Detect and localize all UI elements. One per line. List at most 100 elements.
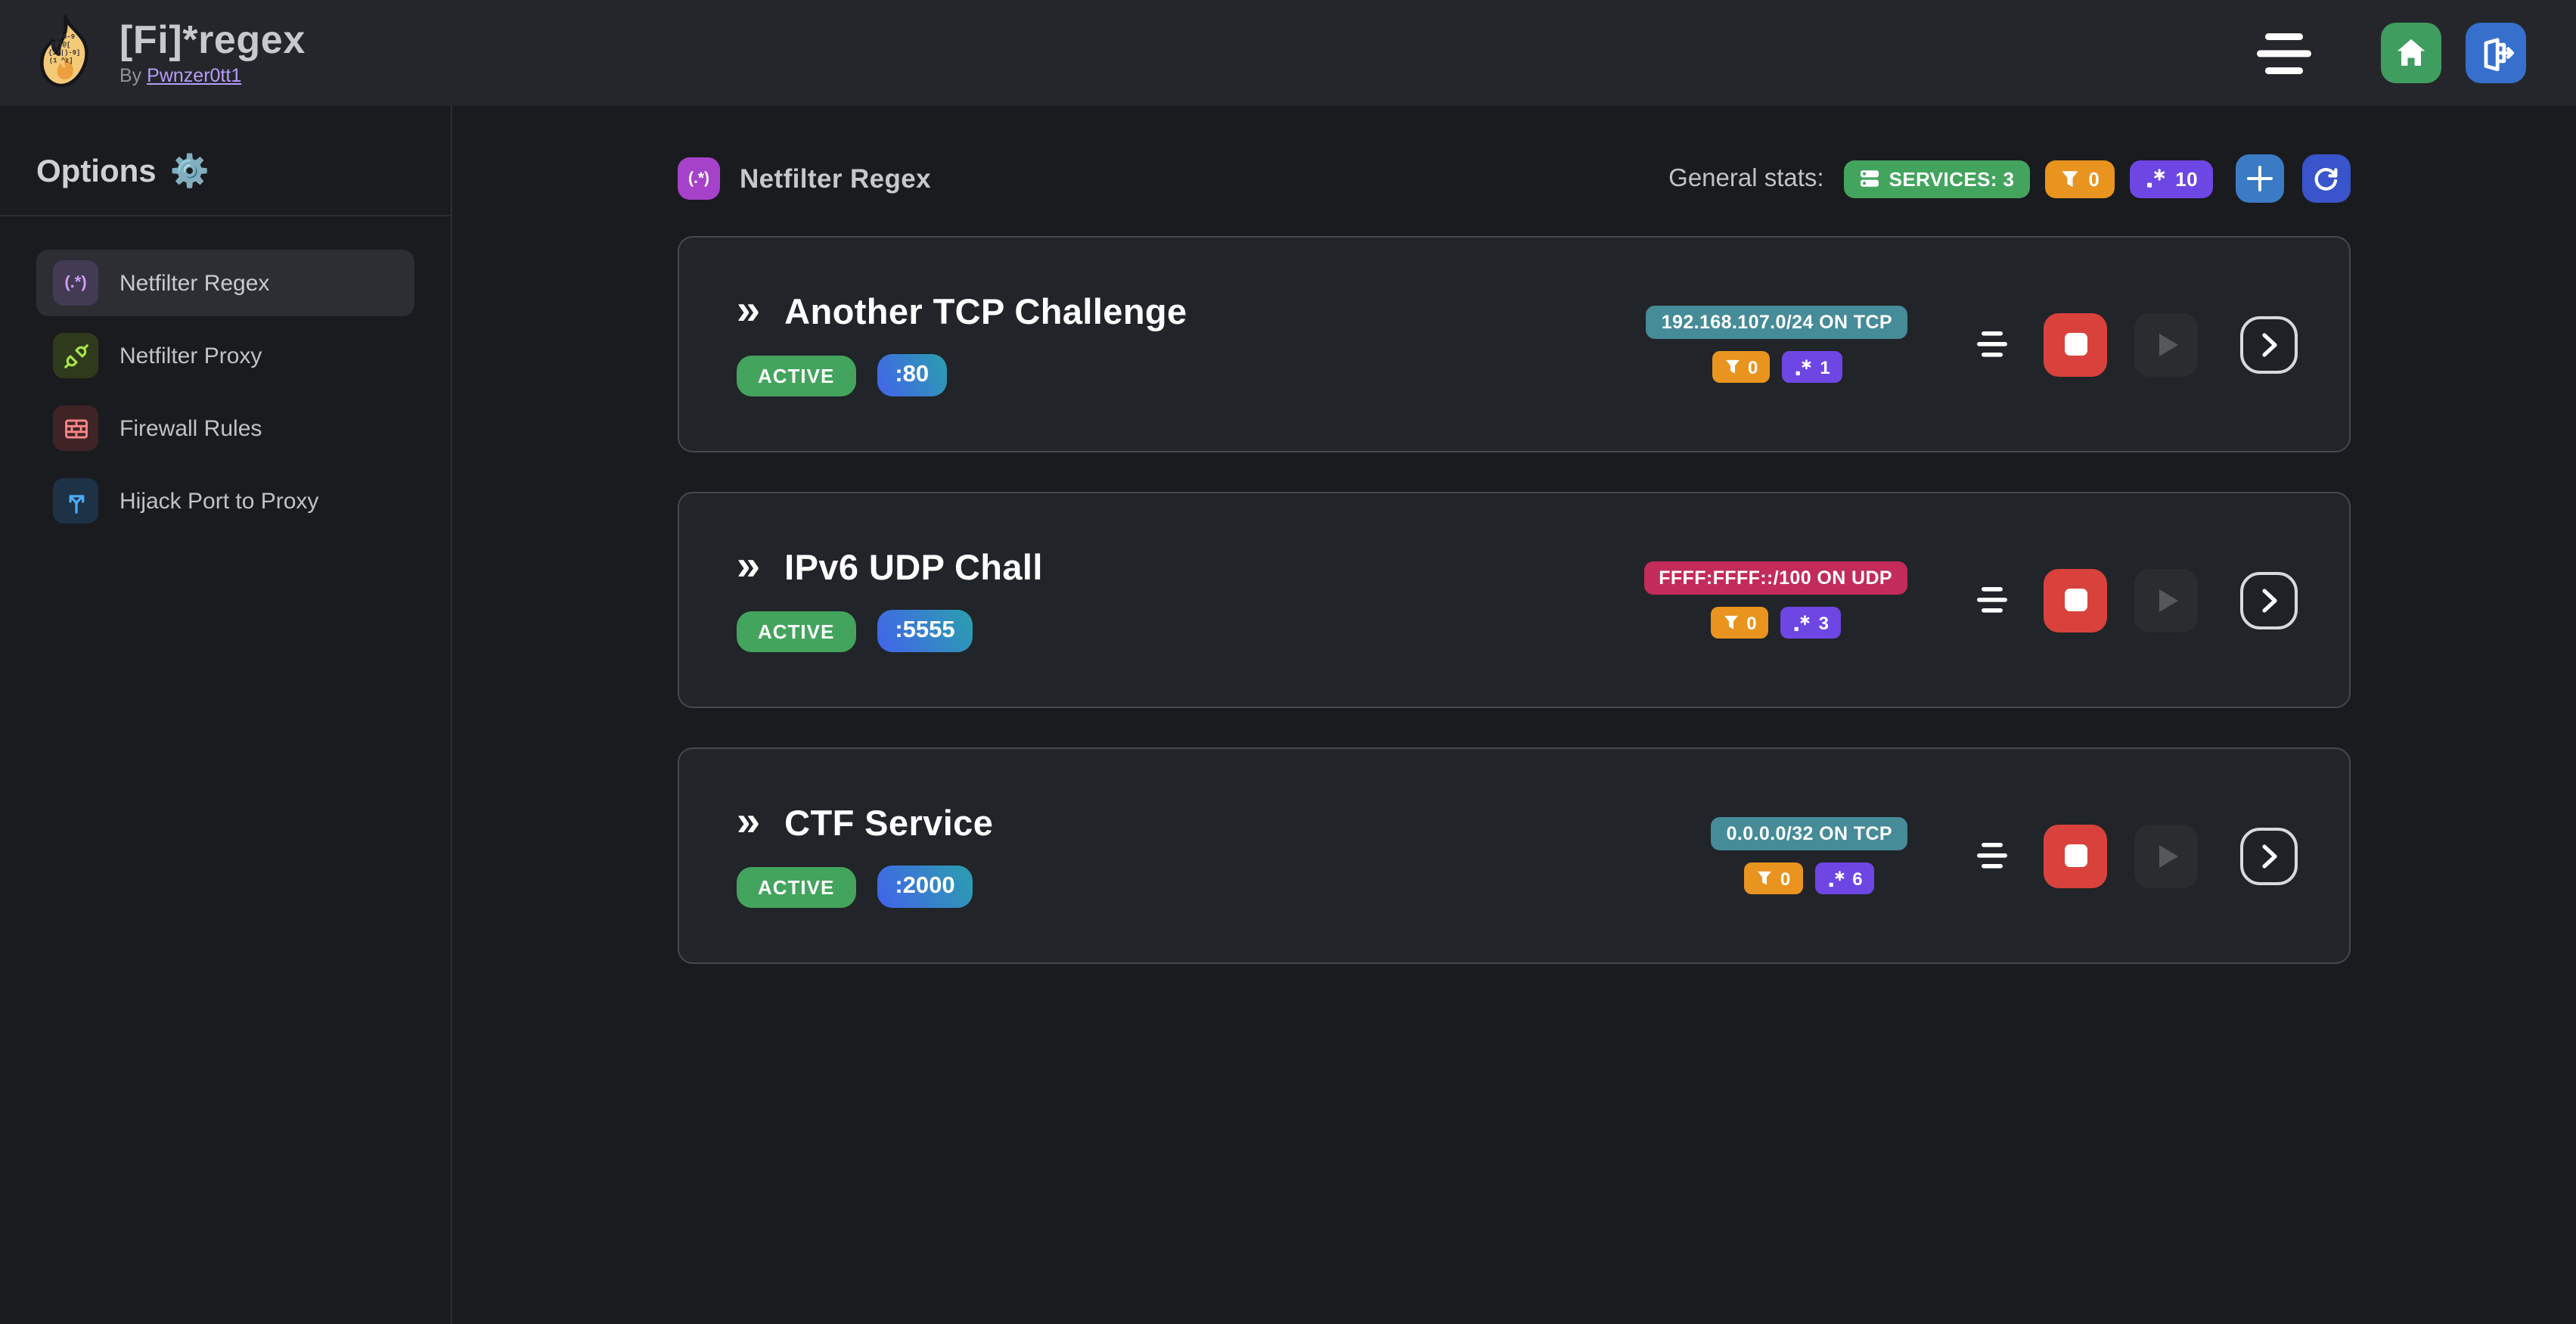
general-stats: General stats: SERVICES: 3: [1668, 154, 2351, 203]
chevron-right-icon: [2262, 588, 2277, 612]
start-service-button[interactable]: [2134, 312, 2198, 376]
menu-burger-icon[interactable]: [2257, 33, 2311, 73]
service-name: IPv6 UDP Chall: [784, 548, 1043, 588]
sidebar-item-netfilter-regex[interactable]: (.*) Netfilter Regex: [36, 250, 414, 316]
sidebar-nav: (.*) Netfilter Regex Netfilter Proxy: [36, 250, 414, 534]
svg-text:(1 ^z]: (1 ^z]: [49, 57, 73, 64]
byline-prefix: By: [119, 65, 142, 87]
target-stats-block: 0.0.0.0/32 ON TCP 0 6: [1711, 817, 1907, 894]
section-title: Netfilter Regex: [740, 163, 932, 193]
start-service-button[interactable]: [2134, 824, 2198, 887]
sidebar-item-hijack-port-to-proxy[interactable]: Hijack Port to Proxy: [36, 468, 414, 534]
service-name: Another TCP Challenge: [784, 292, 1187, 332]
open-service-button[interactable]: [2240, 315, 2298, 373]
sidebar-divider: [0, 215, 451, 216]
sidebar: Options ⚙️ (.*) Netfilter Regex Netfilte…: [0, 106, 452, 1324]
target-stats-block: FFFF:FFFF::/100 ON UDP 0: [1643, 561, 1907, 639]
status-badge: ACTIVE: [737, 355, 856, 396]
start-service-button[interactable]: [2134, 568, 2198, 632]
sidebar-item-label: Netfilter Proxy: [119, 343, 262, 368]
firegex-flame-logo-icon: -z0-9 20}@[ {1}|)-9] (1 ^z]: [40, 14, 88, 88]
services-count-badge: SERVICES: 3: [1843, 160, 2030, 197]
svg-text:-z0-9: -z0-9: [55, 33, 75, 41]
sidebar-item-netfilter-proxy[interactable]: Netfilter Proxy: [36, 322, 414, 389]
filtered-count: 0: [1780, 868, 1791, 889]
regex-dot-star-icon: [1828, 870, 1844, 887]
play-icon: [2159, 844, 2178, 867]
service-name: CTF Service: [784, 803, 994, 844]
service-card: » CTF Service ACTIVE :2000 0.0.0.0/32 ON…: [678, 747, 2351, 964]
stop-service-button[interactable]: [2044, 568, 2107, 632]
regex-section-icon: (.*): [678, 157, 720, 200]
regex-count: 6: [1852, 868, 1863, 889]
stop-icon: [2064, 844, 2087, 867]
svg-text:{1}|)-9]: {1}|)-9]: [48, 49, 80, 57]
regex-count-badge: 1: [1782, 351, 1842, 383]
service-controls: 192.168.107.0/24 ON TCP 0: [1646, 306, 2298, 383]
plug-proxy-icon: [53, 333, 98, 378]
regex-dot-star-icon: [1795, 614, 1810, 631]
byline: By Pwnzer0tt1: [119, 65, 306, 86]
logout-icon: [2484, 38, 2515, 72]
funnel-icon: [1757, 871, 1771, 885]
app-title: [Fi]*regex: [119, 16, 306, 62]
filtered-count-badge: 0: [1710, 607, 1769, 639]
double-chevron-icon: »: [737, 797, 761, 844]
sidebar-item-label: Hijack Port to Proxy: [119, 488, 319, 514]
regex-dot-star-icon: [2147, 169, 2165, 188]
chevron-right-icon: [2262, 844, 2277, 868]
split-arrows-icon: [53, 478, 98, 524]
stop-service-button[interactable]: [2044, 824, 2107, 887]
svg-text:20}@[: 20}@[: [51, 41, 70, 48]
home-button[interactable]: [2381, 23, 2441, 83]
sidebar-heading-label: Options: [36, 154, 157, 189]
target-badge: 192.168.107.0/24 ON TCP: [1646, 306, 1907, 339]
service-menu-icon[interactable]: [1977, 843, 2007, 869]
logout-button[interactable]: [2466, 23, 2526, 83]
regex-count: 1: [1820, 356, 1830, 378]
regex-dot-star-icon: [1795, 359, 1811, 375]
stop-service-button[interactable]: [2044, 312, 2107, 376]
regex-icon: (.*): [53, 260, 98, 306]
service-menu-icon[interactable]: [1977, 331, 2007, 357]
server-icon: [1860, 170, 1879, 187]
brand-block: [Fi]*regex By Pwnzer0tt1: [119, 16, 306, 86]
filtered-count: 0: [1746, 612, 1757, 633]
play-icon: [2159, 589, 2178, 611]
service-info: » Another TCP Challenge ACTIVE :80: [737, 288, 1187, 396]
port-badge: :80: [877, 354, 948, 396]
sidebar-heading: Options ⚙️: [36, 154, 414, 191]
gear-emoji-icon: ⚙️: [169, 154, 209, 189]
firewall-bricks-icon: [53, 406, 98, 451]
home-icon: [2397, 39, 2425, 66]
main-content: (.*) Netfilter Regex General stats: SERV…: [452, 106, 2576, 964]
port-badge: :2000: [877, 866, 973, 908]
status-badge: ACTIVE: [737, 866, 856, 907]
add-service-button[interactable]: [2236, 154, 2284, 203]
play-icon: [2159, 333, 2178, 356]
service-info: » IPv6 UDP Chall ACTIVE :5555: [737, 542, 1043, 652]
funnel-icon: [1724, 615, 1738, 629]
regex-count: 10: [2175, 167, 2198, 190]
services-count: SERVICES: 3: [1889, 167, 2015, 190]
filtered-count: 0: [2088, 167, 2100, 190]
service-menu-icon[interactable]: [1977, 587, 2007, 613]
double-chevron-icon: »: [737, 542, 761, 589]
stop-icon: [2064, 333, 2087, 356]
target-badge: 0.0.0.0/32 ON TCP: [1711, 817, 1907, 850]
sidebar-item-firewall-rules[interactable]: Firewall Rules: [36, 395, 414, 462]
refresh-button[interactable]: [2302, 154, 2351, 203]
sidebar-item-label: Netfilter Regex: [119, 270, 270, 296]
regex-count: 3: [1818, 612, 1829, 633]
filtered-count-badge: 0: [2044, 160, 2115, 197]
open-service-button[interactable]: [2240, 571, 2298, 629]
port-badge: :5555: [877, 610, 973, 652]
regex-count-badge: 6: [1814, 862, 1875, 894]
author-link[interactable]: Pwnzer0tt1: [147, 65, 242, 87]
open-service-button[interactable]: [2240, 827, 2298, 884]
filtered-count: 0: [1748, 356, 1758, 378]
status-badge: ACTIVE: [737, 611, 856, 651]
service-controls: FFFF:FFFF::/100 ON UDP 0: [1643, 561, 2298, 639]
service-info: » CTF Service ACTIVE :2000: [737, 797, 994, 908]
